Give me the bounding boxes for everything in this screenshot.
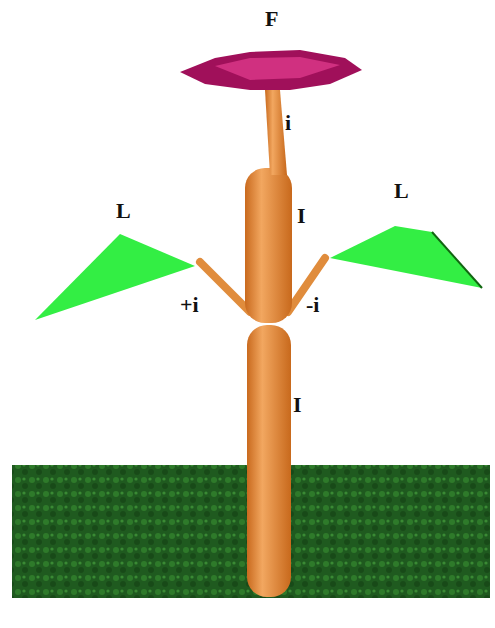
internode-label: I: [293, 394, 302, 416]
internode-label: i: [285, 112, 291, 134]
leaf-label: L: [116, 200, 131, 222]
leaf-label: L: [394, 180, 409, 202]
branch-label: +i: [180, 294, 199, 316]
branch-label: -i: [306, 294, 319, 316]
flower-label: F: [265, 8, 278, 30]
internode-label: I: [297, 205, 306, 227]
